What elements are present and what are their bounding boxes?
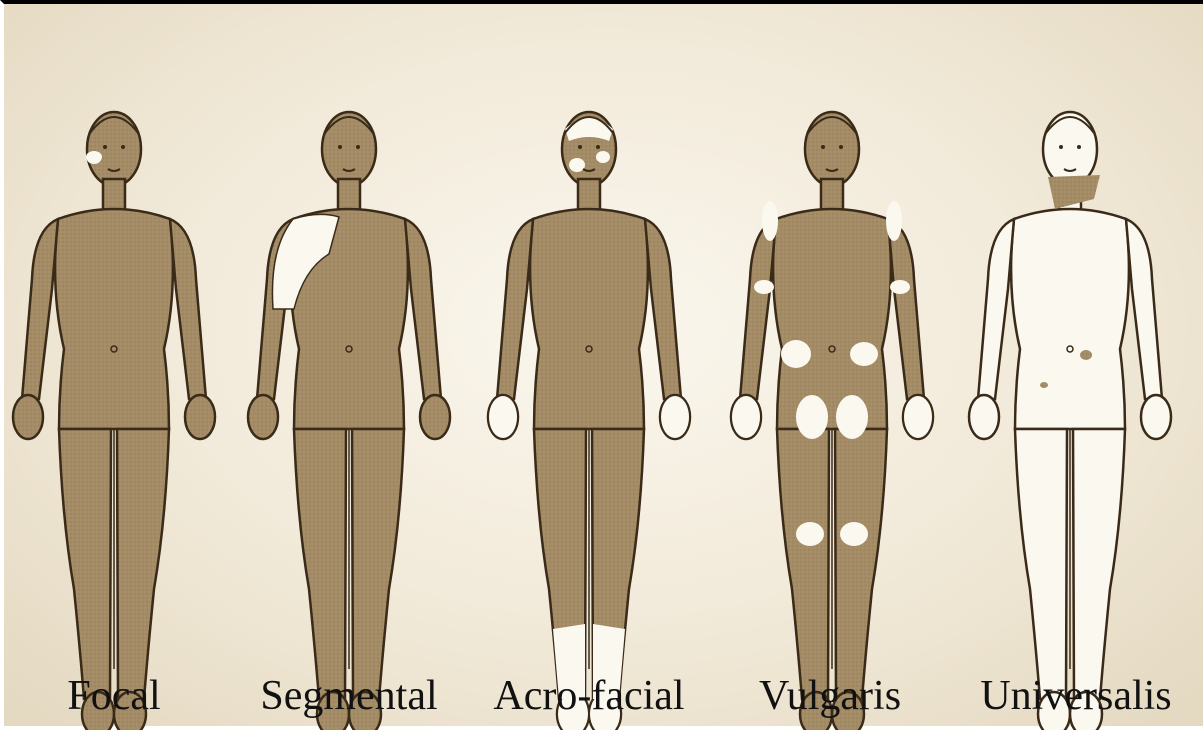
figure-acro-facial	[488, 112, 690, 730]
figure-focal	[13, 112, 215, 730]
label-segmental: Segmental	[229, 672, 469, 720]
figure-vulgaris	[731, 112, 933, 730]
label-focal: Focal	[0, 672, 234, 720]
label-vulgaris: Vulgaris	[710, 672, 950, 720]
label-universalis: Universalis	[956, 672, 1196, 720]
figure-segmental	[248, 112, 450, 730]
label-acro-facial: Acro-facial	[469, 672, 709, 720]
figure-universalis	[969, 112, 1171, 730]
body-figures	[4, 4, 1203, 730]
